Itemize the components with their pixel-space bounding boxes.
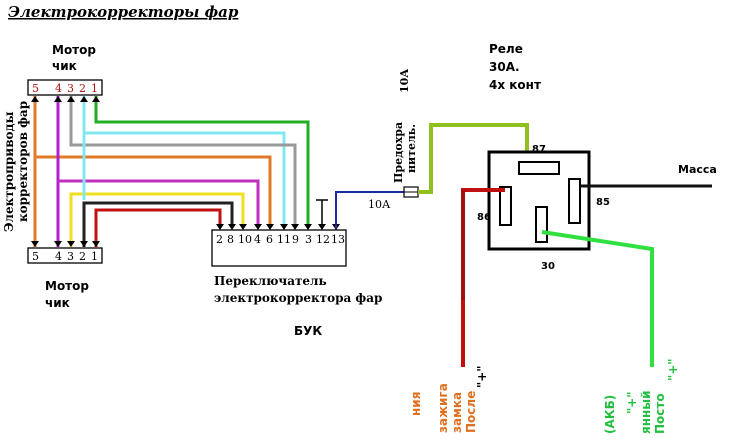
motor-bottom-pin: 4 [55,250,62,263]
switch-pin: 8 [227,233,234,246]
motor-top-connector [27,79,103,96]
motor-bottom-pin: 3 [67,250,74,263]
switch-pin: 13 [331,233,345,246]
motor-top-pins: 5 4 3 2 1 [32,82,98,95]
switch-label-1: Переключатель [214,274,327,288]
switch-pins: 2 8 10 4 6 11 9 3 12 13 [216,233,345,246]
wire-gray [69,96,297,228]
battery-line-2: янный [639,390,653,434]
switch-pin: 6 [266,233,273,246]
fuse-rating-top: 10А [398,69,411,93]
switch-pin: 2 [216,233,223,246]
switch-pin: 3 [305,233,312,246]
switch-pin: 4 [254,233,261,246]
relay-label-3: 4х конт [489,78,541,92]
relay-pin-30-label: 30 [541,261,555,272]
ground-label: Масса [678,163,717,176]
switch-pin: 11 [277,233,291,246]
relay-label-2: 30А. [489,60,520,74]
diagram-title: Электрокорректоры фар [8,3,239,21]
motor-bottom-label-2: чик [45,296,70,310]
fuse-label-1: Предохра [392,122,405,183]
battery-labels: "+" Посто янный "+" (АКБ) [603,358,680,434]
wire-yellow [69,192,245,247]
switch-pin: 10 [238,233,252,246]
battery-plus: "+" [666,358,680,381]
relay-label-1: Реле [489,42,523,56]
fuse-label-2: нитель. [405,124,418,173]
wire-black [82,201,234,247]
motor-top-pin: 2 [79,82,86,95]
relay-pin-87 [518,161,560,175]
wire-orange [33,96,272,228]
battery-line-3: "+" [625,391,639,414]
motor-top-pin: 3 [67,82,74,95]
relay-pin-86-label: 86 [477,212,491,223]
wire-magenta [58,179,260,228]
wire-cyan [82,96,286,228]
motor-top-label-2: чик [52,59,77,73]
wire-red [94,208,222,247]
motor-wires [33,96,310,247]
motor-bottom-connector [27,247,103,264]
wire-green [94,96,310,228]
pin-arrows [31,96,340,247]
motor-top-pin: 1 [91,82,98,95]
battery-line-4: (АКБ) [603,395,617,434]
relay-pin-85-label: 85 [596,197,610,208]
motor-bottom-pin: 1 [91,250,98,263]
relay-pin-87-label: 87 [532,144,546,155]
switch-pin: 12 [316,233,330,246]
ignition-line-2: замка [450,392,464,433]
wire-lime [418,123,529,194]
motor-bottom-label-1: Мотор [45,279,89,293]
side-label-2: корректоров фар [16,101,30,222]
ignition-plus: "+" [475,365,489,388]
wire-battery [541,230,654,367]
ignition-labels: "+" После замка зажига ния [409,365,489,433]
battery-line-1: Посто [653,393,667,434]
motor-bottom-pin: 5 [32,250,39,263]
relay-pin-86 [499,186,512,226]
switch-pin: 9 [292,233,299,246]
fuse-wire-rating: 10А [368,198,391,211]
ignition-line-4: ния [409,392,423,416]
side-label-1: Электроприводы [2,111,16,232]
relay-pin-30 [535,206,548,243]
wire-navy [335,191,404,228]
motor-top-pin: 5 [32,82,39,95]
motor-bottom-pins: 5 4 3 2 1 [32,250,98,263]
switch-label-2: электрокорректора фар [214,291,382,305]
switch-connector [211,229,347,267]
buk-label: БУК [294,324,322,338]
relay-pin-85 [568,178,581,224]
motor-bottom-pin: 2 [79,250,86,263]
ignition-line-1: После [464,391,478,433]
ignition-line-3: зажига [436,383,450,433]
motor-top-label-1: Мотор [52,43,96,57]
motor-top-pin: 4 [55,82,62,95]
